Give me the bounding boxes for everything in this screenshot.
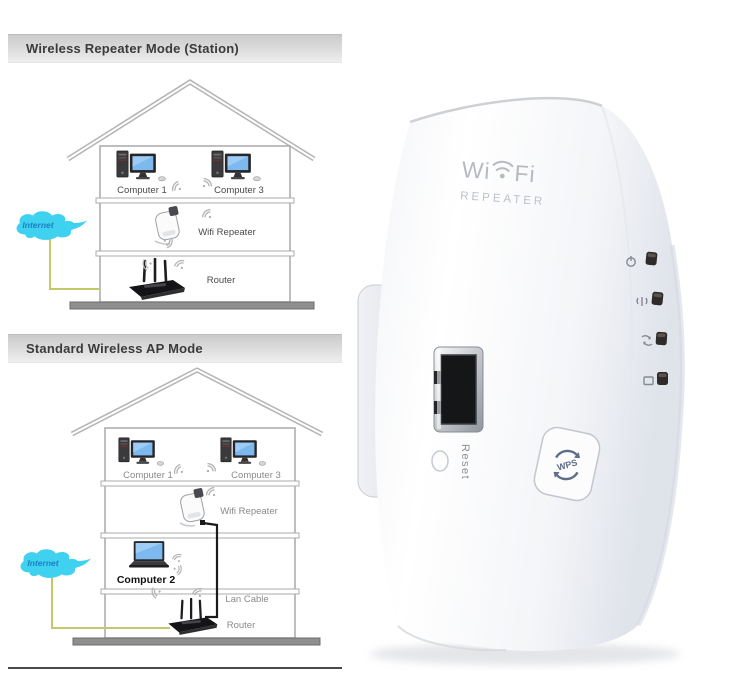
led-lights xyxy=(645,251,668,385)
wps-button: WPS xyxy=(533,426,601,502)
router-label: Router xyxy=(207,275,236,286)
computer3-label: Computer 3 xyxy=(231,470,281,481)
computer1-label: Computer 1 xyxy=(117,185,167,196)
ground-bar xyxy=(69,301,315,310)
computer2-icon xyxy=(128,541,170,568)
lan-cable-line xyxy=(200,520,219,619)
panel-bottom-border xyxy=(8,667,342,669)
power-icon xyxy=(626,256,636,267)
logo-wi: Wi xyxy=(461,156,492,184)
product-shadow xyxy=(370,643,680,665)
device-body xyxy=(375,98,683,651)
wifi-repeater-logo: Wi Fi REPEATER xyxy=(460,156,546,208)
internet-label: Internet xyxy=(27,558,59,568)
port-highlight xyxy=(437,350,441,429)
floor-slab xyxy=(95,250,295,257)
internet-label: Internet xyxy=(22,220,54,230)
internet-cable xyxy=(49,238,100,290)
computer1-label: Computer 1 xyxy=(123,470,173,481)
wifi-icon xyxy=(636,297,648,306)
device-top-edge xyxy=(409,96,603,124)
roof xyxy=(66,79,316,162)
roof xyxy=(70,367,324,437)
repeat-icon xyxy=(641,335,653,346)
computer3-label: Computer 3 xyxy=(214,185,264,196)
led-highlight xyxy=(657,333,666,337)
section1-title: Wireless Repeater Mode (Station) xyxy=(26,41,239,56)
house-body xyxy=(99,145,291,303)
reset-button xyxy=(431,450,449,472)
logo-fi: Fi xyxy=(514,160,537,187)
ap-mode-diagram: Internet Computer 1 Computer 3 Wifi Repe… xyxy=(20,367,324,646)
led-highlight xyxy=(658,373,667,377)
led-highlight xyxy=(653,293,662,298)
section1-header: Wireless Repeater Mode (Station) xyxy=(8,34,342,63)
logo-subtitle: REPEATER xyxy=(460,190,546,208)
floor-slab xyxy=(95,197,295,204)
device-right-shading xyxy=(635,244,685,627)
wifi-signal-glyph-icon xyxy=(492,160,514,179)
lan-icon xyxy=(643,376,654,386)
section2-header: Standard Wireless AP Mode xyxy=(8,334,342,363)
router-label: Router xyxy=(227,620,256,631)
reset-control: Reset xyxy=(431,444,471,480)
floor-slab xyxy=(100,532,300,539)
repeater-mode-diagram: Internet Computer 1 Computer 3 Wifi Repe… xyxy=(16,79,316,310)
ground-bar xyxy=(72,637,321,646)
computer2-label: Computer 2 xyxy=(117,574,176,586)
wifi-repeater-label: Wifi Repeater xyxy=(198,227,256,238)
device-face-crease xyxy=(597,105,634,637)
section2-title: Standard Wireless AP Mode xyxy=(26,341,203,356)
wps-arrows-icon xyxy=(553,449,581,481)
internet-cable xyxy=(51,574,170,629)
product-photo: Wi Fi REPEATER xyxy=(357,96,685,665)
ethernet-port xyxy=(433,346,484,433)
device-bottom-edge xyxy=(397,625,507,652)
led-panel xyxy=(626,256,654,386)
floor-slab xyxy=(100,480,300,487)
lan-cable-label: Lan Cable xyxy=(225,594,268,605)
reset-label: Reset xyxy=(459,444,471,480)
wifi-repeater-label: Wifi Repeater xyxy=(220,506,278,517)
led-highlight xyxy=(647,253,656,258)
